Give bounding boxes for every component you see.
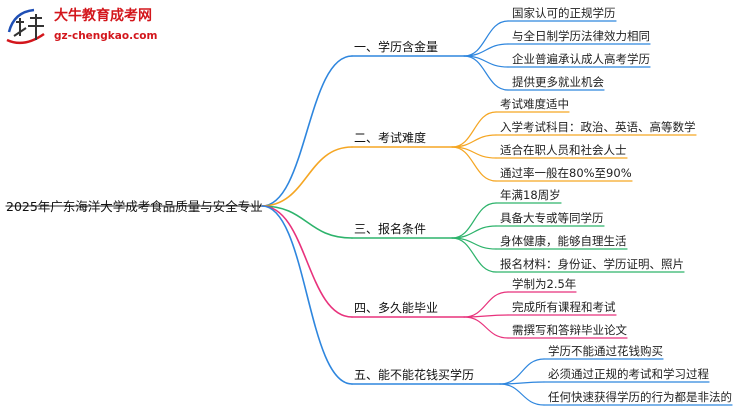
site-logo: 大牛教育成考网 gz-chengkao.com	[4, 4, 174, 50]
leaf-connector	[463, 316, 509, 339]
leaf-node: 国家认可的正规学历	[512, 6, 616, 20]
branch-connector	[261, 205, 353, 385]
leaf-connector	[463, 291, 509, 318]
leaf-node: 具备大专或等同学历	[500, 211, 604, 225]
leaf-node: 提供更多就业机会	[512, 75, 604, 89]
branch-label: 五、能不能花钱买学历	[354, 368, 475, 382]
leaf-node: 入学考试科目：政治、英语、高等数学	[500, 120, 696, 134]
logo-name: 大牛教育成考网	[54, 8, 152, 24]
leaf-node: 需撰写和答辩毕业论文	[512, 323, 627, 337]
branch-connector	[261, 205, 353, 239]
leaf-connector	[451, 111, 497, 148]
leaf-node: 身体健康，能够自理生活	[500, 234, 627, 248]
root-topic: 2025年广东海洋大学成考食品质量与安全专业	[6, 199, 263, 214]
leaf-node: 企业普遍承认成人高考学历	[512, 52, 650, 66]
leaf-node: 与全日制学历法律效力相同	[512, 29, 650, 43]
leaf-node: 报名材料：身份证、学历证明、照片	[500, 257, 684, 271]
branch-label: 一、学历含金量	[354, 40, 439, 54]
leaf-connector	[463, 55, 509, 91]
leaf-connector	[463, 20, 509, 57]
leaf-connector	[451, 146, 497, 182]
leaf-node: 适合在职人员和社会人士	[500, 143, 627, 157]
leaf-connector	[451, 237, 497, 273]
leaf-node: 完成所有课程和考试	[512, 300, 616, 314]
leaf-connector	[499, 383, 545, 406]
leaf-node: 任何快速获得学历的行为都是非法的	[548, 390, 732, 404]
leaf-node: 学历不能通过花钱购买	[548, 344, 663, 358]
branch-label: 二、考试难度	[354, 131, 427, 145]
logo-emblem-icon	[6, 8, 45, 45]
leaf-connector	[451, 202, 497, 239]
logo-domain: gz-chengkao.com	[54, 30, 158, 42]
leaf-node: 学制为2.5年	[512, 277, 577, 291]
branch-label: 三、报名条件	[354, 222, 427, 236]
leaf-node: 通过率一般在80%至90%	[500, 166, 632, 180]
leaf-node: 年满18周岁	[500, 188, 561, 202]
leaf-node: 必须通过正规的考试和学习过程	[548, 367, 709, 381]
branch-connector	[261, 55, 353, 207]
branch-connector	[261, 146, 353, 207]
leaf-node: 考试难度适中	[500, 97, 569, 111]
branch-connector	[261, 205, 353, 318]
branch-label: 四、多久能毕业	[354, 301, 439, 315]
leaf-connector	[499, 358, 545, 385]
